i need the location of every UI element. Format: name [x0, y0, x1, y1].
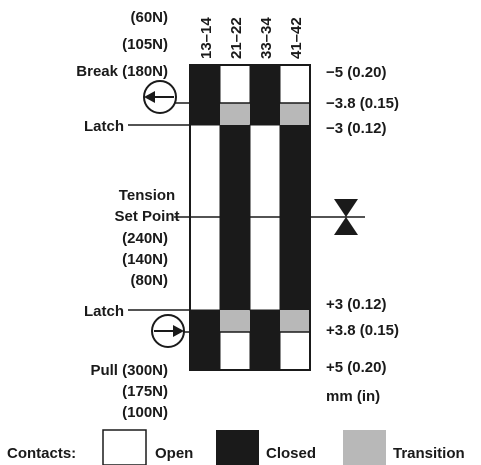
contact-41-42-segment-transition	[280, 103, 310, 125]
col-header-33-34: 33–34	[258, 17, 275, 59]
force-60n: (60N)	[130, 9, 168, 26]
pos-minus-3: −3 (0.12)	[326, 120, 386, 137]
latch-top-label: Latch	[84, 118, 124, 135]
legend-closed-swatch	[216, 430, 259, 465]
pull-label: Pull (300N)	[90, 362, 168, 379]
pos-minus-3-8: −3.8 (0.15)	[326, 95, 399, 112]
pos-minus-5: −5 (0.20)	[326, 64, 386, 81]
contact-21-22-segment-open	[219, 331, 251, 371]
arrow-left-icon	[143, 80, 177, 114]
legend-transition-swatch	[343, 430, 386, 465]
pos-plus-3: +3 (0.12)	[326, 296, 386, 313]
contact-13-14-segment-closed	[190, 103, 220, 125]
col-header-21-22: 21–22	[228, 17, 245, 59]
latch-bottom-label: Latch	[84, 303, 124, 320]
tension-label: Tension	[119, 187, 175, 204]
col-header-41-42: 41–42	[288, 17, 305, 59]
contact-21-22-segment-transition	[220, 310, 250, 332]
contact-13-14-segment-closed	[190, 332, 220, 370]
legend-open-label: Open	[155, 445, 193, 462]
arrow-right-icon	[151, 314, 185, 348]
contact-33-34-segment-closed	[250, 310, 280, 332]
legend-transition-label: Transition	[393, 445, 465, 462]
col-header-13-14: 13–14	[198, 17, 215, 59]
force-100n: (100N)	[122, 404, 168, 421]
contact-13-14-segment-closed	[190, 65, 220, 103]
force-140n: (140N)	[122, 251, 168, 268]
contact-33-34-segment-closed	[250, 332, 280, 370]
contact-21-22-segment-open	[219, 64, 251, 104]
contact-41-42-segment-transition	[280, 310, 310, 332]
contact-33-34-segment-closed	[250, 103, 280, 125]
legend-closed-label: Closed	[266, 445, 316, 462]
pos-plus-5: +5 (0.20)	[326, 359, 386, 376]
units-label: mm (in)	[326, 388, 380, 405]
contact-33-34-segment-closed	[250, 65, 280, 103]
set-point-label: Set Point	[114, 208, 179, 225]
contact-13-14-segment-closed	[190, 310, 220, 332]
contact-41-42-segment-open	[279, 64, 311, 104]
force-80n: (80N)	[130, 272, 168, 289]
force-105n: (105N)	[122, 36, 168, 53]
legend-open-swatch	[102, 429, 147, 465]
force-240n: (240N)	[122, 230, 168, 247]
pos-plus-3-8: +3.8 (0.15)	[326, 322, 399, 339]
force-175n: (175N)	[122, 383, 168, 400]
legend-title: Contacts:	[7, 445, 76, 462]
contact-21-22-segment-transition	[220, 103, 250, 125]
break-label: Break (180N)	[76, 63, 168, 80]
set-point-icon	[334, 199, 358, 235]
contact-41-42-segment-open	[279, 331, 311, 371]
